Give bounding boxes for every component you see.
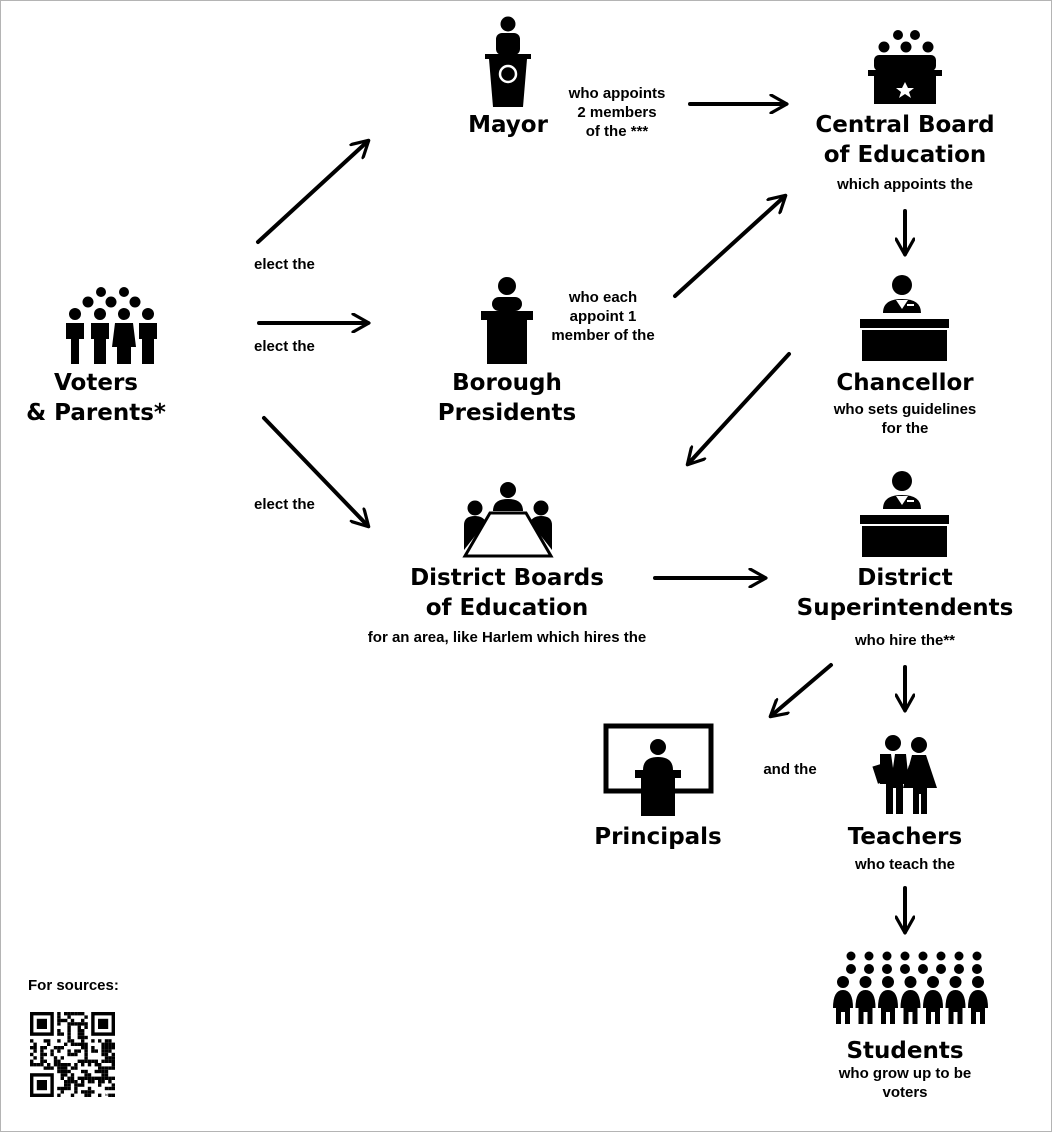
crowd-icon: [66, 287, 157, 364]
and-the-label: and the: [763, 761, 817, 778]
sources-label: For sources:: [28, 977, 119, 994]
students-crowd-icon: [833, 951, 988, 1024]
teacher-pair-icon: [872, 735, 937, 814]
superintendents-title: District Superintendents: [796, 565, 1014, 621]
principals-title: Principals: [594, 824, 722, 850]
speaker-podium-icon: [485, 16, 531, 107]
elect-mayor-label: elect the: [254, 256, 315, 273]
qr-tag: bitly: [105, 1092, 112, 1097]
central-board-title: Central Board of Education: [815, 112, 995, 168]
district-boards-sub: for an area, like Harlem which hires the: [367, 629, 647, 646]
superintendents-sub: who hire the**: [854, 632, 955, 649]
official-desk-icon: [860, 275, 949, 361]
students-sub: who grow up to be voters: [838, 1065, 972, 1101]
conference-table-icon: [462, 482, 554, 558]
central-board-sub: which appoints the: [837, 176, 973, 193]
presentation-screen-icon: [603, 723, 714, 816]
chancellor-sub: who sets guidelines for the: [833, 401, 977, 437]
district-boards-title: District Boards of Education: [410, 565, 604, 621]
borough-title: Borough Presidents: [437, 370, 577, 426]
board-panel-icon: [868, 30, 942, 104]
elect-borough-label: elect the: [254, 338, 315, 355]
mayor-note: who appoints 2 members of the ***: [568, 85, 666, 140]
teachers-sub: who teach the: [854, 856, 955, 873]
arrow-voters-mayor: [256, 141, 368, 244]
speaker-podium-icon: [481, 277, 533, 364]
arrow-superintendents-principals: [771, 663, 833, 716]
arrow-voters-district: [262, 416, 368, 526]
chancellor-title: Chancellor: [836, 370, 974, 396]
mayor-title: Mayor: [468, 112, 548, 138]
borough-note: who each appoint 1 member of the: [551, 289, 655, 344]
arrow-borough-central: [673, 196, 785, 298]
arrow-chancellor-district: [688, 352, 791, 464]
voters-title: Voters & Parents*: [26, 370, 166, 426]
students-title: Students: [846, 1038, 964, 1064]
official-desk-icon: [860, 471, 949, 557]
qr-code-icon: bitly: [30, 1012, 115, 1097]
elect-district-label: elect the: [254, 496, 315, 513]
teachers-title: Teachers: [847, 824, 963, 850]
